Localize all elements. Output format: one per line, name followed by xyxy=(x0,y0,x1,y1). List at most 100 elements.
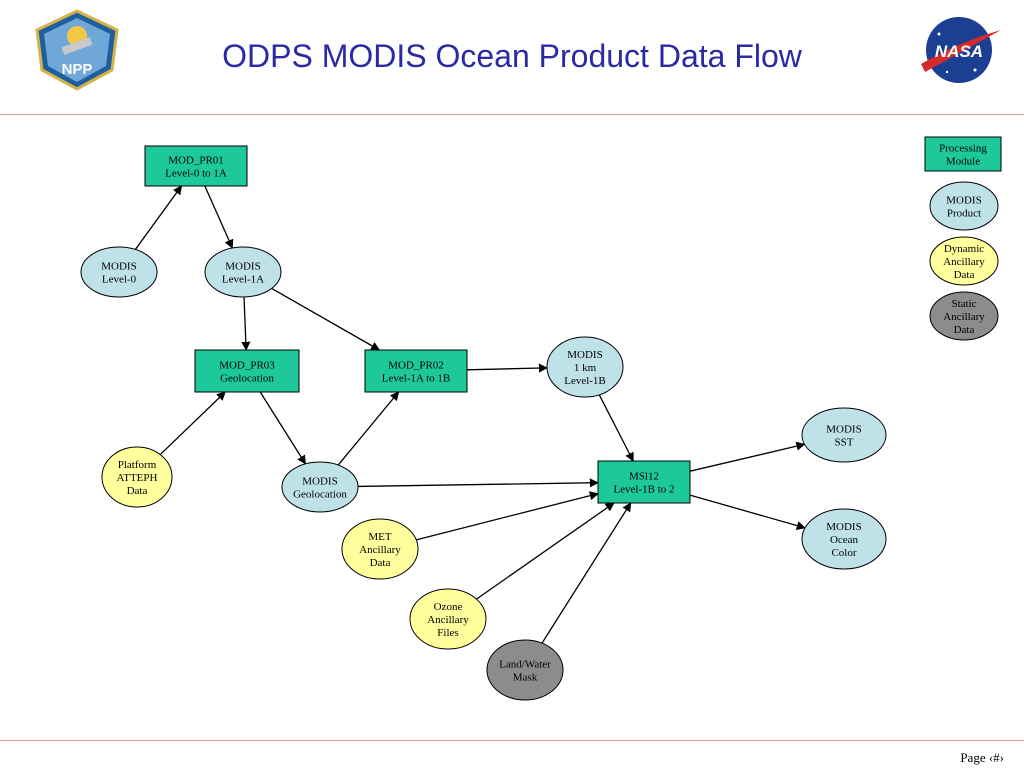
node-label: Land/Water xyxy=(499,659,551,671)
legend: ProcessingModuleMODISProductDynamicAncil… xyxy=(924,136,1002,341)
node-label: MODIS xyxy=(826,521,861,533)
node-label: Level-1B to 2 xyxy=(613,484,674,496)
edge-l1a-to-pr02 xyxy=(271,287,381,351)
node-shape xyxy=(924,136,1002,172)
node-shape xyxy=(929,236,999,286)
node-label: Processing xyxy=(939,143,987,155)
edge-l1a-to-pr03 xyxy=(241,296,251,351)
node-label: Dynamic xyxy=(944,243,984,255)
node-label: Ancillary xyxy=(943,256,985,268)
edges-layer xyxy=(134,185,806,644)
node-label: Data xyxy=(127,485,148,497)
node-shape xyxy=(101,446,173,508)
node-label: MOD_PR03 xyxy=(219,360,275,372)
edge-pr02-to-l1b xyxy=(466,363,548,373)
node-label: MODIS xyxy=(567,349,602,361)
node-shape xyxy=(801,407,887,463)
node-label: MOD_PR02 xyxy=(388,360,444,372)
node-label: Level-1A xyxy=(222,274,264,286)
header-rule xyxy=(0,114,1024,115)
node-label: Level-0 to 1A xyxy=(165,168,227,180)
nasa-meatball-icon: NASA xyxy=(921,17,1001,83)
node-shape xyxy=(204,246,282,298)
node-shape xyxy=(341,518,419,580)
node-label: Data xyxy=(954,269,975,281)
node-shape xyxy=(597,460,691,504)
node-label: Geolocation xyxy=(220,373,274,385)
node-label: Level-1B xyxy=(564,375,606,387)
footer-rule xyxy=(0,740,1024,741)
npp-mission-patch-icon: NPP xyxy=(35,9,119,91)
nasa-logo-text: NASA xyxy=(935,42,983,61)
edge-met-to-msl12 xyxy=(416,491,599,541)
node-shape xyxy=(409,588,487,650)
node-shape xyxy=(929,291,999,341)
edge-pr01-to-l1a xyxy=(204,185,234,249)
node-shape xyxy=(364,349,468,393)
node-label: Static xyxy=(951,298,976,310)
node-label: Level-1A to 1B xyxy=(382,373,450,385)
edge-msl12-to-sst xyxy=(689,441,806,472)
node-label: ATTEPH xyxy=(117,472,158,484)
npp-logo-text: NPP xyxy=(62,61,93,78)
edge-ozone-to-msl12 xyxy=(476,502,615,600)
node-label: MOD_PR01 xyxy=(168,155,224,167)
node-shape xyxy=(801,508,887,570)
edge-msl12-to-oc xyxy=(689,494,806,531)
node-shape xyxy=(194,349,300,393)
page-number: Page ‹#› xyxy=(960,750,1004,765)
node-label: MODIS xyxy=(302,476,337,488)
node-label: Files xyxy=(437,627,458,639)
node-label: Product xyxy=(947,208,981,220)
node-label: Module xyxy=(946,156,980,168)
node-label: Ocean xyxy=(830,534,859,546)
node-label: MSl12 xyxy=(629,471,659,483)
node-label: SST xyxy=(835,437,854,449)
edge-atteph-to-pr03 xyxy=(159,391,226,456)
node-label: Mask xyxy=(513,672,538,684)
edge-pr03-to-geo xyxy=(259,391,307,465)
node-label: Color xyxy=(831,547,856,559)
page-title: ODPS MODIS Ocean Product Data Flow xyxy=(222,38,802,74)
node-label: Ancillary xyxy=(427,614,469,626)
node-label: Ancillary xyxy=(943,311,985,323)
edge-geo-to-pr02 xyxy=(337,391,400,466)
edge-l1b-to-msl12 xyxy=(598,394,634,462)
node-label: MODIS xyxy=(225,261,260,273)
edge-mask-to-msl12 xyxy=(541,502,632,644)
node-label: Ancillary xyxy=(359,544,401,556)
edge-geo-to-msl12 xyxy=(357,478,599,488)
node-label: MODIS xyxy=(946,195,981,207)
node-label: MET xyxy=(368,531,392,543)
node-label: MODIS xyxy=(826,424,861,436)
node-shape xyxy=(281,461,359,513)
node-shape xyxy=(80,246,158,298)
node-label: Level-0 xyxy=(102,274,137,286)
node-shape xyxy=(486,639,564,701)
node-label: Ozone xyxy=(434,601,463,613)
node-label: 1 km xyxy=(574,362,597,374)
node-label: Geolocation xyxy=(293,489,347,501)
node-shape xyxy=(929,181,999,231)
node-shape xyxy=(546,336,624,398)
